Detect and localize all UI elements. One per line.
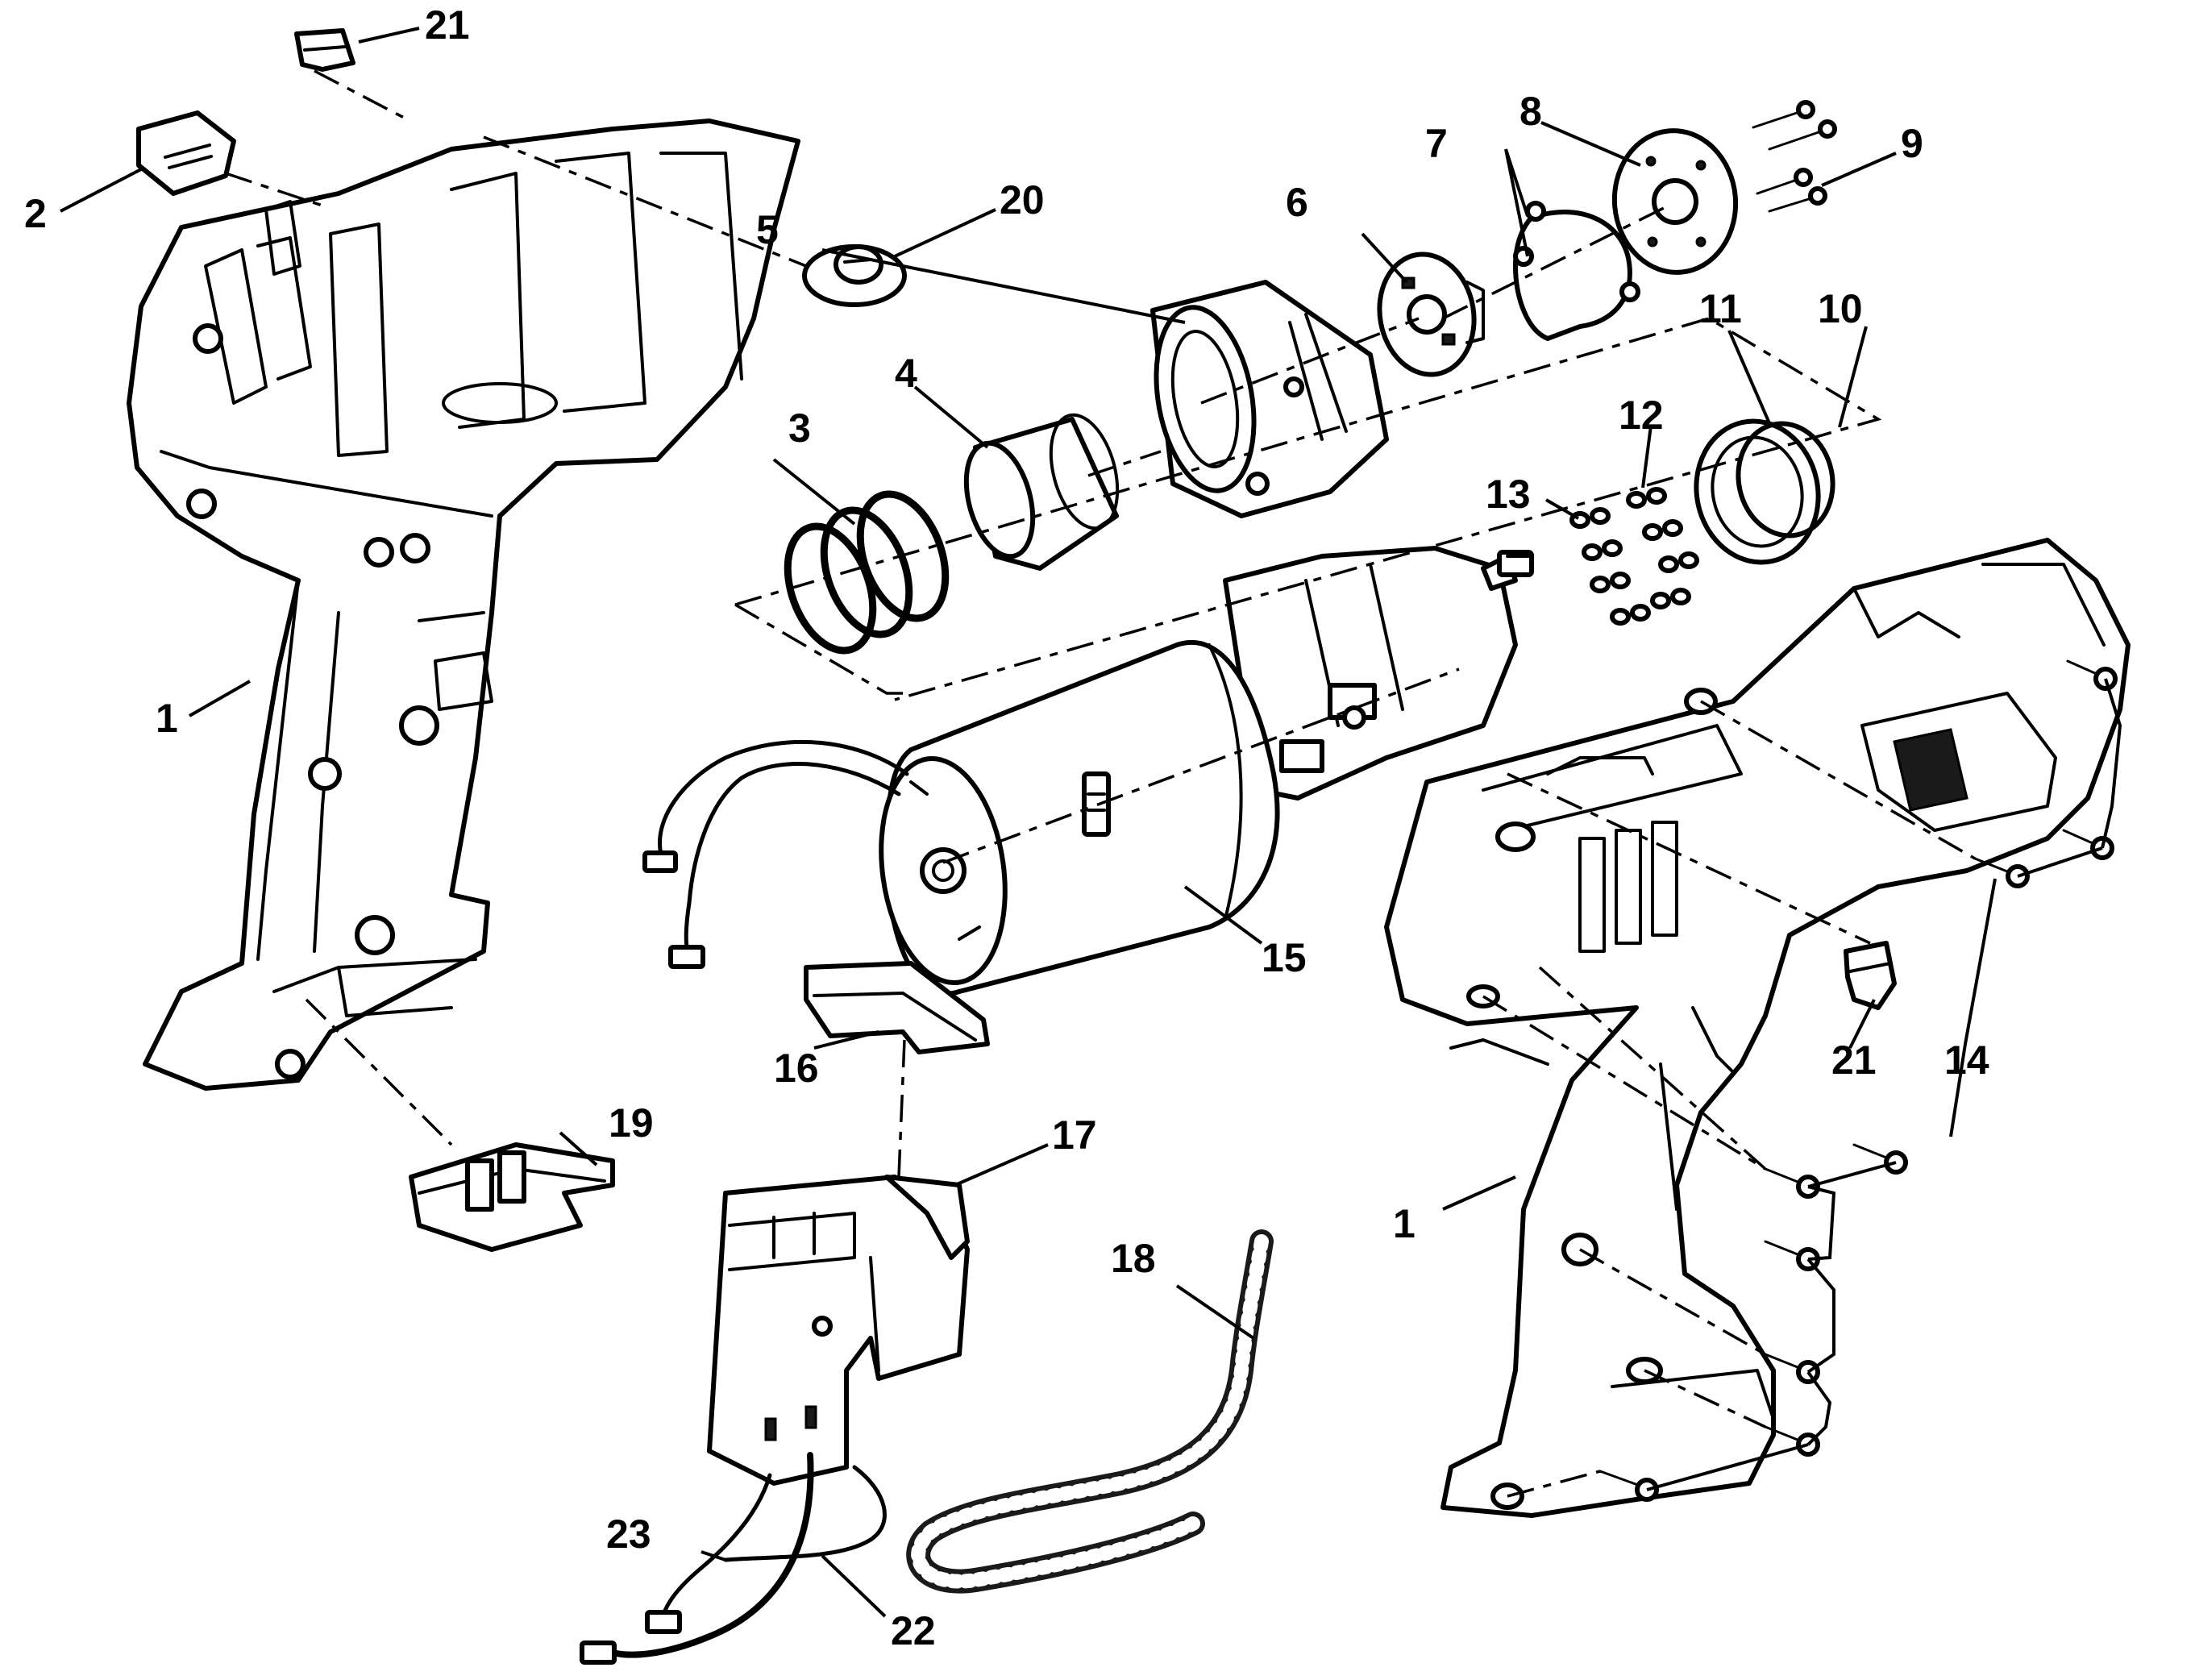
callout-11: 11 [1699, 286, 1742, 331]
clip-top [294, 28, 355, 72]
callout-10: 10 [1818, 286, 1863, 331]
callout-1-right: 1 [1393, 1201, 1416, 1246]
switch-lead-wires [580, 1452, 887, 1665]
callout-1-left: 1 [156, 696, 178, 741]
callout-8: 8 [1519, 89, 1542, 134]
callout-17: 17 [1052, 1112, 1097, 1158]
torque-adjusting-collar [1150, 280, 1389, 518]
clutch-plate [1377, 252, 1485, 377]
callout-4: 4 [895, 351, 917, 396]
left-housing-half [127, 119, 800, 1091]
ring-gear-bushing [1694, 418, 1835, 565]
right-housing-half [1384, 538, 2131, 1518]
callout-12: 12 [1619, 393, 1664, 438]
spring-rings [784, 490, 950, 655]
callout-9: 9 [1901, 121, 1923, 166]
callout-7: 7 [1425, 121, 1448, 166]
callout-15: 15 [1262, 935, 1307, 980]
front-plate [1611, 128, 1739, 275]
retaining-clip [1513, 201, 1640, 341]
callout-3: 3 [788, 405, 811, 451]
callout-22: 22 [891, 1608, 936, 1653]
wrist-strap [906, 1229, 1274, 1594]
trigger-switch [707, 1175, 970, 1486]
screw-bracket-lines [1646, 678, 2122, 1491]
assembly-lines [225, 69, 1976, 1498]
leader-lines [60, 27, 1997, 1618]
callout-23: 23 [606, 1512, 651, 1557]
callout-13: 13 [1486, 472, 1531, 517]
callout-14-upper: 14 [1944, 1038, 1989, 1083]
callout-6: 6 [1286, 180, 1308, 225]
callout-5: 5 [756, 207, 779, 252]
callout-labels: 21 2 20 5 6 7 8 9 11 10 4 3 12 13 1 15 1… [24, 2, 1989, 1653]
clip-right [1844, 941, 1897, 1010]
motor-lead-wires [642, 739, 909, 969]
callout-21-top: 21 [425, 2, 470, 48]
clutch-ring [963, 413, 1120, 571]
switch-interlock [804, 961, 990, 1054]
battery-terminal-block [409, 1142, 615, 1252]
front-plate-screws [1752, 100, 1837, 213]
direction-switch-button [136, 110, 236, 196]
callout-18: 18 [1111, 1236, 1156, 1281]
callout-2: 2 [24, 191, 47, 236]
callout-21-right: 21 [1831, 1038, 1877, 1083]
clutch-pins-and-balls [1569, 487, 1699, 626]
callout-16: 16 [774, 1046, 819, 1091]
callout-19: 19 [609, 1100, 654, 1146]
callout-20: 20 [1000, 177, 1045, 222]
motor-gearbox-assembly [879, 546, 1534, 996]
